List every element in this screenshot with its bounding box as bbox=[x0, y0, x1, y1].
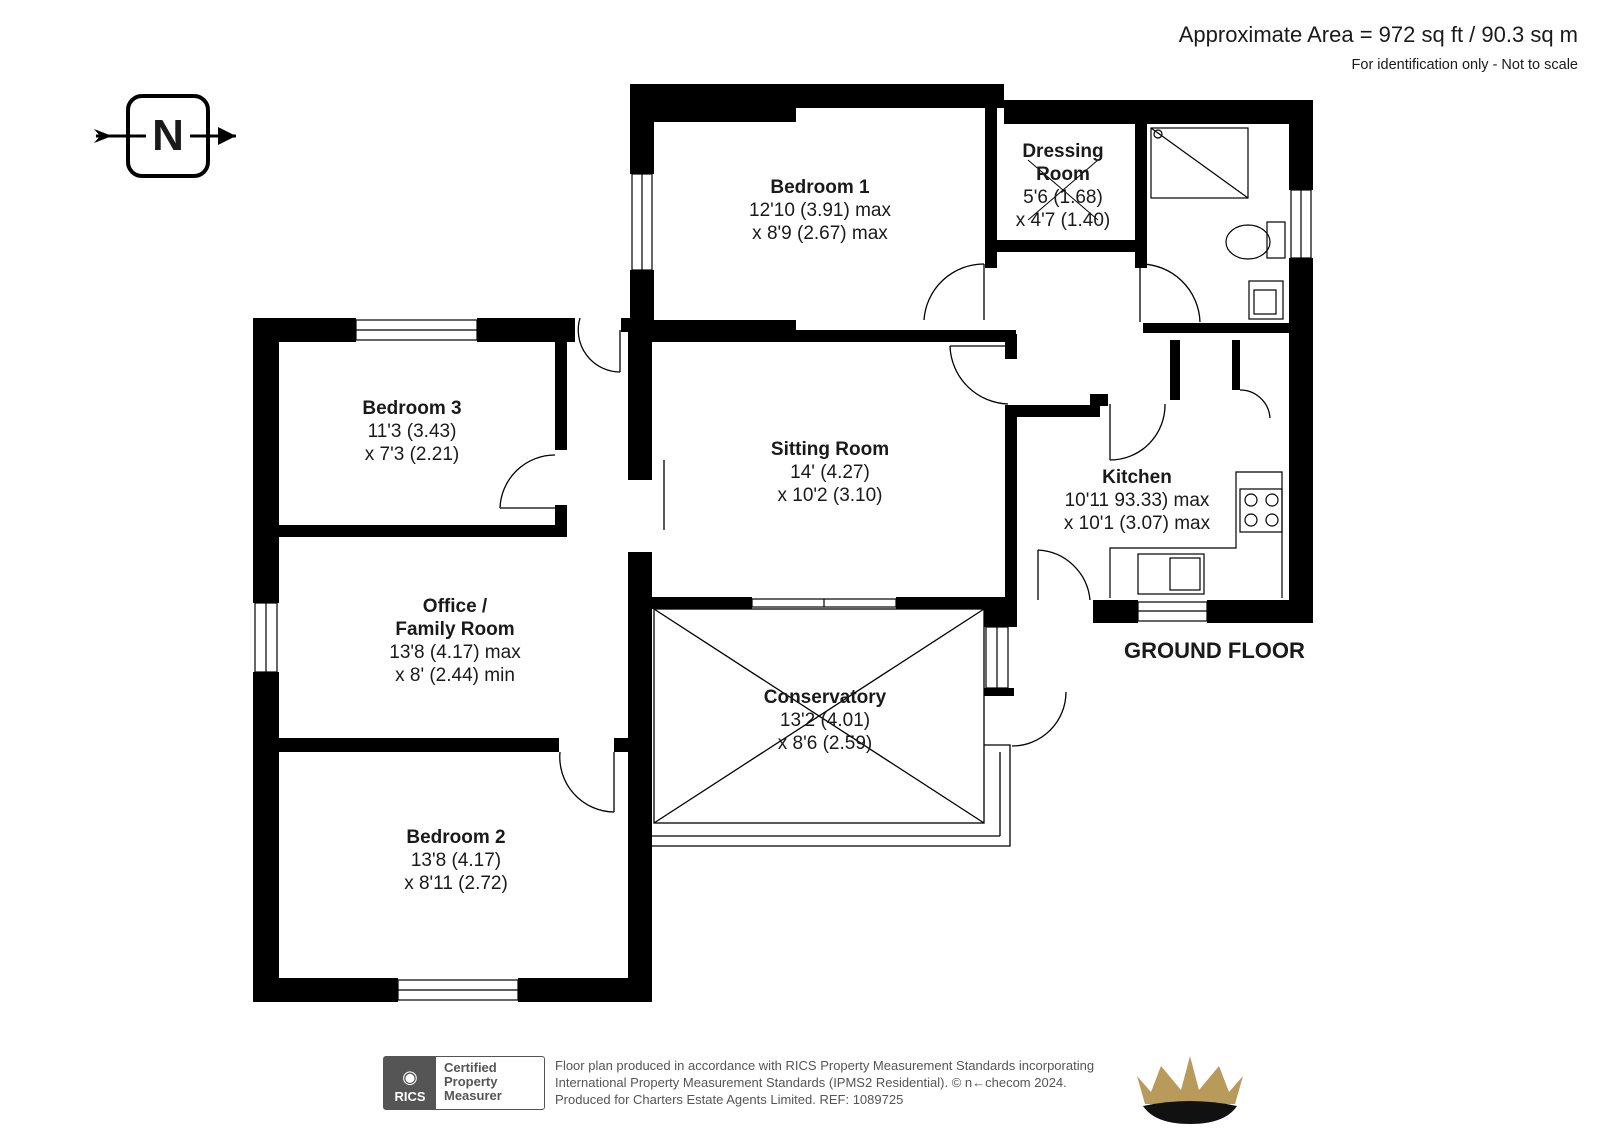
conservatory-frame bbox=[652, 608, 1011, 847]
room-name: Family Room bbox=[395, 619, 515, 640]
room-name: Bedroom 3 bbox=[362, 398, 462, 419]
door-swings bbox=[499, 263, 1271, 813]
room-sitting-room: Sitting Room 14' (4.27) x 10'2 (3.10) bbox=[771, 438, 889, 507]
dressing-room-x bbox=[1027, 159, 1099, 221]
room-dimension: x 8'6 (2.59) bbox=[777, 733, 873, 754]
room-dimension: x 7'3 (2.21) bbox=[364, 444, 460, 465]
crown-logo-icon bbox=[1137, 1056, 1243, 1124]
windows bbox=[254, 173, 1312, 1001]
footer-line: Produced for Charters Estate Agents Limi… bbox=[555, 1092, 904, 1107]
rics-mark: RICS bbox=[394, 1089, 426, 1104]
room-dimension: x 8' (2.44) min bbox=[395, 665, 515, 686]
room-dimension: 11'3 (3.43) bbox=[367, 421, 457, 442]
scale-disclaimer: For identification only - Not to scale bbox=[1351, 57, 1578, 73]
lion-icon: ◉ bbox=[402, 1067, 418, 1087]
hob-icon bbox=[1239, 488, 1283, 533]
wash-basin bbox=[1248, 280, 1284, 320]
room-name: Conservatory bbox=[763, 687, 887, 708]
sink-icon bbox=[1137, 553, 1205, 595]
room-bedroom-2: Bedroom 2 13'8 (4.17) x 8'11 (2.72) bbox=[404, 826, 508, 895]
room-dimension: x 8'9 (2.67) max bbox=[752, 223, 888, 244]
room-conservatory: Conservatory 13'2 (4.01) x 8'6 (2.59) bbox=[764, 686, 887, 755]
room-dressing-room: Dressing Room 5'6 (1.68) x 4'7 (1.40) bbox=[1016, 140, 1110, 232]
room-name: Office / bbox=[422, 596, 488, 617]
compass-label: N bbox=[152, 111, 184, 160]
room-name: Bedroom 2 bbox=[406, 827, 506, 848]
room-dimension: 10'11 93.33) max bbox=[1064, 490, 1210, 511]
approximate-area: Approximate Area = 972 sq ft / 90.3 sq m bbox=[1178, 22, 1578, 47]
rics-logo-icon: ◉ RICS bbox=[384, 1057, 436, 1109]
room-dimension: 13'8 (4.17) max bbox=[389, 642, 521, 663]
shower-tray bbox=[1150, 127, 1249, 199]
walls bbox=[253, 84, 1313, 1002]
room-dimension: x 4'7 (1.40) bbox=[1015, 210, 1111, 231]
room-name: Dressing bbox=[1022, 141, 1104, 162]
bathroom-fixtures bbox=[1150, 127, 1286, 320]
room-name: Room bbox=[1036, 164, 1090, 185]
footer-line: Floor plan produced in accordance with R… bbox=[555, 1058, 1095, 1073]
rics-cert-line: Certified bbox=[444, 1060, 497, 1075]
rics-certification: Certified Property Measurer bbox=[436, 1057, 502, 1109]
room-bedroom-3: Bedroom 3 11'3 (3.43) x 7'3 (2.21) bbox=[362, 397, 461, 466]
rics-badge: ◉ RICS Certified Property Measurer bbox=[383, 1056, 545, 1110]
kitchen-fixtures bbox=[1109, 471, 1283, 598]
room-dimension: 13'2 (4.01) bbox=[779, 710, 871, 731]
room-dimension: 12'10 (3.91) max bbox=[749, 200, 891, 221]
room-dimension: x 10'2 (3.10) bbox=[777, 485, 883, 506]
room-bedroom-1: Bedroom 1 12'10 (3.91) max x 8'9 (2.67) … bbox=[749, 176, 891, 245]
toilet bbox=[1266, 221, 1286, 259]
room-name: Sitting Room bbox=[770, 439, 890, 460]
floor-label: GROUND FLOOR bbox=[1124, 638, 1305, 663]
north-arrow-icon bbox=[94, 94, 236, 178]
rics-cert-line: Measurer bbox=[444, 1088, 502, 1103]
room-dimension: x 8'11 (2.72) bbox=[404, 873, 508, 894]
footer-notice: Floor plan produced in accordance with R… bbox=[555, 1057, 1094, 1108]
room-name: Bedroom 1 bbox=[770, 177, 870, 198]
footer-line: International Property Measurement Stand… bbox=[555, 1075, 1067, 1090]
room-kitchen: Kitchen 10'11 93.33) max x 10'1 (3.07) m… bbox=[1064, 466, 1210, 535]
room-dimension: 13'8 (4.17) bbox=[410, 850, 502, 871]
rics-cert-line: Property bbox=[444, 1074, 498, 1089]
room-dimension: 14' (4.27) bbox=[790, 462, 870, 483]
room-office-family-room: Office / Family Room 13'8 (4.17) max x 8… bbox=[389, 595, 520, 687]
room-dimension: x 10'1 (3.07) max bbox=[1063, 513, 1211, 534]
room-dimension: 5'6 (1.68) bbox=[1023, 187, 1103, 208]
room-name: Kitchen bbox=[1102, 467, 1172, 488]
